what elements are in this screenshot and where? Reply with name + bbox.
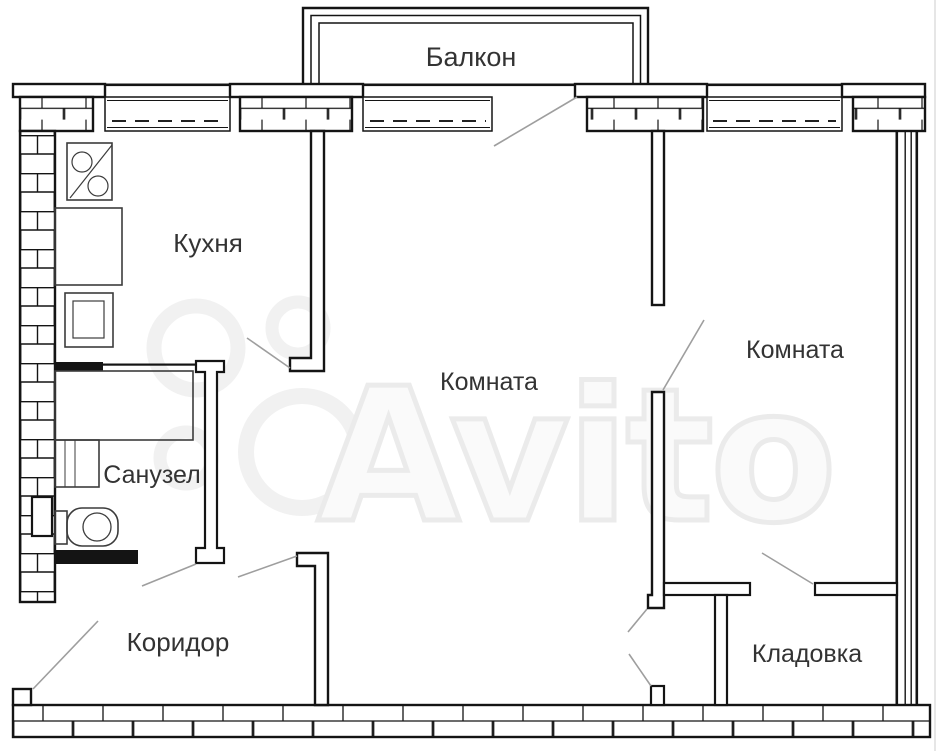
balcony-railing-outer [301,6,650,86]
balcony-railing-inner [318,22,634,86]
door-swing-storage [761,552,814,585]
pier-1-flange [11,82,107,99]
interior-walls [55,129,899,707]
pier-3-flange [573,82,709,99]
pier-4-brick [851,95,927,133]
balcony [301,6,650,86]
wall-right [895,131,919,705]
pier-2-brick [238,95,354,133]
door-swing-room-second [662,319,705,391]
wall-storage-top-left [662,581,752,597]
door-swing-closet-lower [628,653,652,687]
image-edge-artifact [934,0,936,751]
wall-partition-lower [646,390,666,610]
wall-kitchen-right [288,129,326,373]
doors [32,96,814,690]
window-balcony-unit [362,96,493,132]
room-labels: Балкон Кухня Комната Комната Санузел Кор… [103,42,862,668]
room-label-room-main: Комната [440,368,538,396]
balcony-railing-mid [310,14,642,86]
door-swing-room-main [237,555,298,578]
wall-storage-top-right [813,581,899,597]
kitchen-fixtures [54,142,123,348]
wall-bathroom-bottom [55,550,138,564]
room-label-bathroom: Санузел [103,461,200,489]
room-label-room-second: Комната [746,336,844,364]
pier-2-flange [228,82,365,99]
pier-4-flange [840,82,927,99]
wall-bottom-left-stub [11,687,33,707]
pier-3-brick [585,95,705,133]
room-label-kitchen: Кухня [173,228,243,258]
wall-bathroom-top-thin [103,363,196,366]
window-kitchen [104,96,231,132]
door-swing-kitchen [246,337,291,369]
stove-icon [66,142,113,201]
wall-left-niche [30,495,54,538]
watermark: Avito [146,295,840,567]
window-room-right [706,96,843,132]
wall-corridor-right [295,551,330,707]
room-label-balcony: Балкон [426,42,517,72]
wall-storage-left [713,593,729,707]
watermark-logo-circle [238,388,366,516]
exterior-walls [11,82,932,739]
room-label-corridor: Коридор [127,627,230,657]
wall-kitchen-bathroom-stub [55,362,103,372]
kitchen-sink-icon [64,292,114,348]
door-swing-bathroom [141,563,197,587]
toilet-icon [54,507,119,547]
bathtub [54,370,194,441]
room-label-storage: Кладовка [752,640,862,668]
wall-bottom-stub [649,684,666,707]
wall-top-outer-line [13,83,925,87]
kitchen-counter [54,207,123,286]
door-swing-balcony [493,96,578,147]
watermark-logo-circle [146,298,246,398]
bathroom-fixtures [54,370,194,547]
door-swing-closet-upper [627,608,648,633]
watermark-text: Avito [317,348,833,564]
wall-bathroom-right [194,359,226,565]
washbasin [54,439,100,488]
pier-1-brick [18,95,95,133]
door-swing-entrance [32,620,99,690]
wall-bottom-brick [11,703,932,739]
wall-partition-upper [650,129,666,307]
